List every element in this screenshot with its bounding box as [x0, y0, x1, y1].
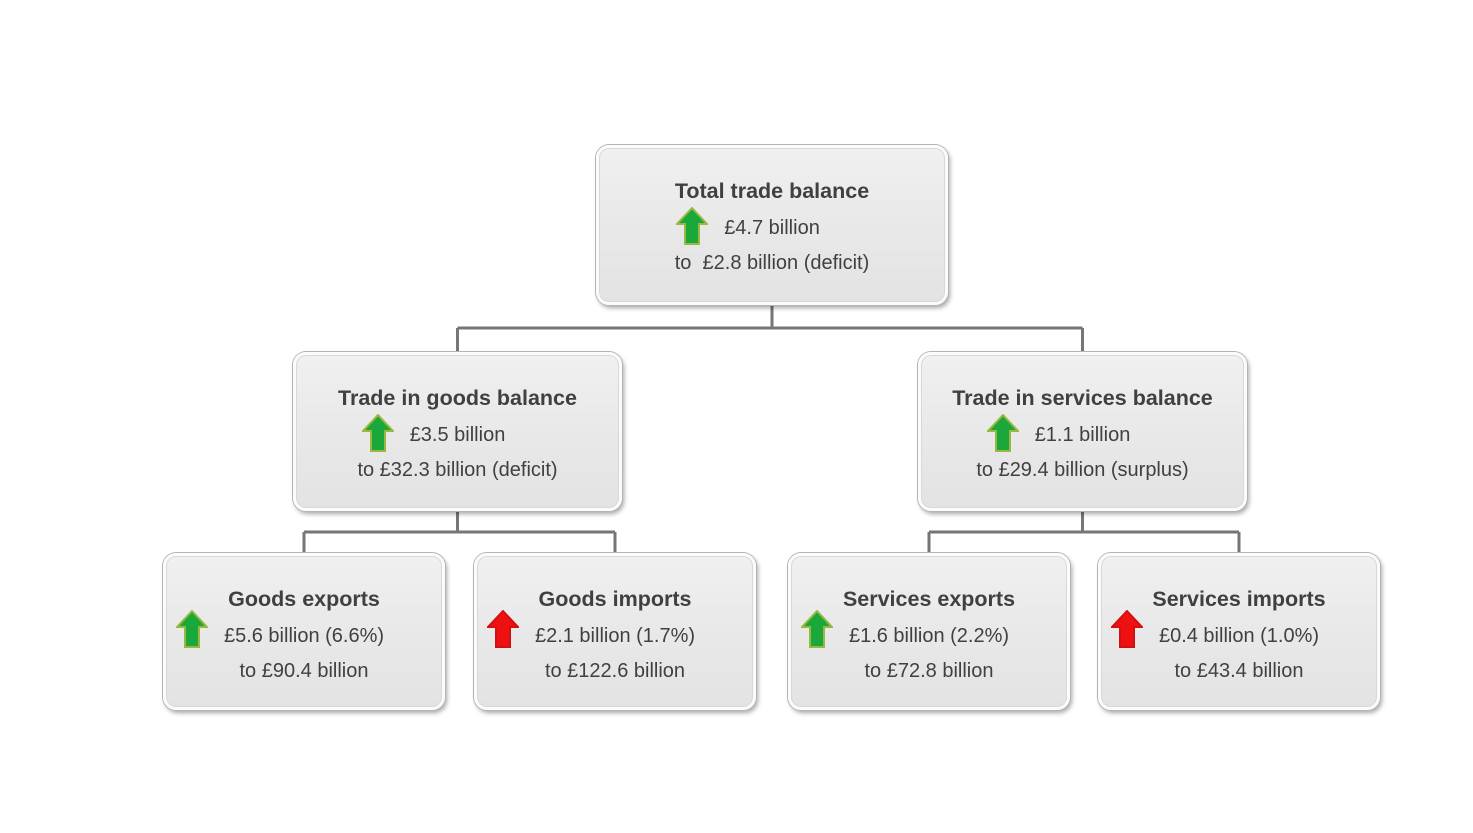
level-value: to £29.4 billion (surplus) [976, 459, 1189, 481]
level-value: to £43.4 billion [1174, 660, 1304, 682]
node-trade-in-services-balance: Trade in services balance £1.1 billion t… [918, 352, 1247, 511]
up-arrow-icon [801, 610, 833, 648]
change-value: £0.4 billion (1.0%) [1158, 625, 1320, 647]
up-arrow-icon [361, 414, 394, 452]
node-title: Services exports [842, 587, 1016, 611]
up-arrow-shape [487, 610, 519, 648]
up-arrow-icon [986, 414, 1019, 452]
node-trade-in-goods-balance: Trade in goods balance £3.5 billion to £… [293, 352, 622, 511]
up-arrow-shape [176, 610, 208, 648]
up-arrow-icon [487, 610, 519, 648]
connector-path [302, 305, 1241, 553]
change-value: £1.1 billion [1034, 424, 1131, 446]
level-value: to £90.4 billion [239, 660, 369, 682]
node-title: Trade in services balance [952, 386, 1213, 410]
level-value: to £2.8 billion (deficit) [674, 252, 870, 274]
change-row: £1.1 billion [921, 414, 1244, 454]
up-arrow-shape [986, 414, 1019, 452]
node-services-exports: Services exports £1.6 billion (2.2%) to … [788, 553, 1070, 710]
change-value: £1.6 billion (2.2%) [848, 625, 1010, 647]
node-title: Goods exports [228, 587, 380, 611]
node-title: Services imports [1152, 587, 1326, 611]
change-value: £5.6 billion (6.6%) [223, 625, 385, 647]
node-title: Trade in goods balance [338, 386, 577, 410]
level-value: to £32.3 billion (deficit) [357, 459, 558, 481]
node-title: Total trade balance [674, 179, 870, 203]
change-row: £4.7 billion [599, 207, 945, 247]
up-arrow-icon [1111, 610, 1143, 648]
node-services-imports: Services imports £0.4 billion (1.0%) to … [1098, 553, 1380, 710]
change-value: £3.5 billion [409, 424, 506, 446]
level-value: to £122.6 billion [544, 660, 686, 682]
node-goods-imports: Goods imports £2.1 billion (1.7%) to £12… [474, 553, 756, 710]
up-arrow-shape [801, 610, 833, 648]
up-arrow-icon [676, 207, 709, 245]
change-row: £2.1 billion (1.7%) [477, 617, 753, 655]
change-row: £0.4 billion (1.0%) [1101, 617, 1377, 655]
change-row: £3.5 billion [296, 414, 619, 454]
change-value: £2.1 billion (1.7%) [534, 625, 696, 647]
change-value: £4.7 billion [724, 217, 820, 239]
node-total-trade-balance: Total trade balance £4.7 billion to £2.8… [596, 145, 948, 305]
node-title: Goods imports [538, 587, 692, 611]
up-arrow-shape [1111, 610, 1143, 648]
node-goods-exports: Goods exports £5.6 billion (6.6%) to £90… [163, 553, 445, 710]
up-arrow-shape [676, 207, 709, 245]
change-row: £1.6 billion (2.2%) [791, 617, 1067, 655]
up-arrow-shape [361, 414, 394, 452]
level-value: to £72.8 billion [864, 660, 994, 682]
up-arrow-icon [176, 610, 208, 648]
change-row: £5.6 billion (6.6%) [166, 617, 442, 655]
